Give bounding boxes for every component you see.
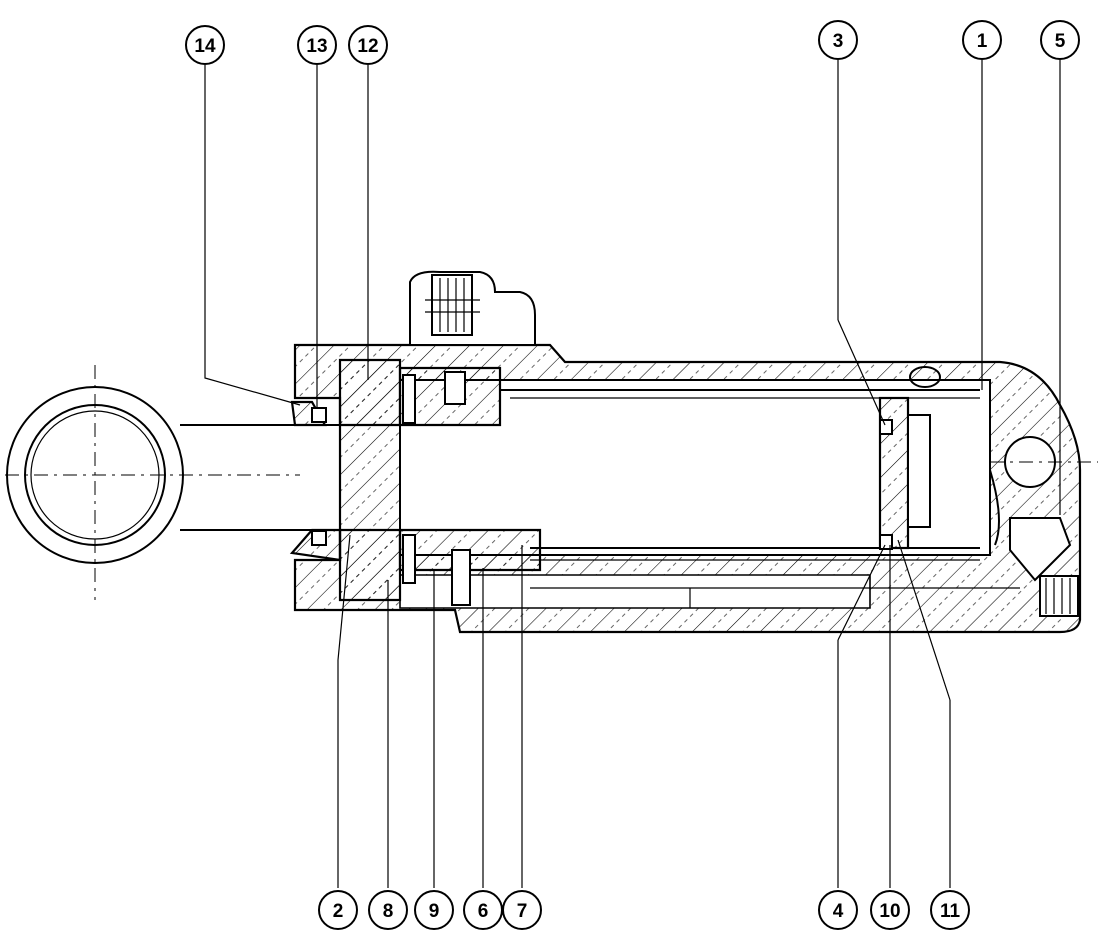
callout-8: 8 (368, 890, 408, 930)
callout-11-label: 11 (940, 901, 961, 922)
fitting-knurl (439, 278, 465, 332)
callout-12: 12 (348, 25, 388, 65)
rod-gland (338, 358, 542, 606)
piston (878, 396, 931, 550)
callout-10: 10 (870, 890, 910, 930)
end-port-thread (1045, 578, 1071, 614)
callout-7: 7 (502, 890, 542, 930)
callout-4-label: 4 (833, 901, 844, 922)
callout-6-label: 6 (478, 901, 489, 922)
callout-6: 6 (463, 890, 503, 930)
end-cap (909, 366, 1098, 617)
wiper-seal (289, 400, 342, 562)
top-port-fitting (409, 270, 536, 346)
callout-8-label: 8 (383, 901, 394, 922)
callout-5-label: 5 (1055, 31, 1066, 52)
callout-1-label: 1 (977, 31, 988, 52)
callout-14-label: 14 (194, 36, 216, 57)
callout-14: 14 (185, 25, 225, 65)
rod-eye (5, 365, 300, 600)
callout-10-label: 10 (879, 901, 900, 922)
callout-9-label: 9 (429, 901, 440, 922)
leader-lines (204, 60, 1061, 888)
callout-2: 2 (318, 890, 358, 930)
callout-11: 11 (930, 890, 970, 930)
callouts: 14 13 12 3 1 5 2 8 (185, 20, 1080, 930)
callout-13-label: 13 (306, 36, 327, 57)
callout-3: 3 (818, 20, 858, 60)
callout-2-label: 2 (333, 901, 344, 922)
callout-5: 5 (1040, 20, 1080, 60)
callout-13: 13 (297, 25, 337, 65)
callout-4: 4 (818, 890, 858, 930)
callout-9: 9 (414, 890, 454, 930)
callout-1: 1 (962, 20, 1002, 60)
callout-3-label: 3 (833, 31, 844, 52)
callout-12-label: 12 (357, 36, 378, 57)
callout-7-label: 7 (517, 901, 528, 922)
